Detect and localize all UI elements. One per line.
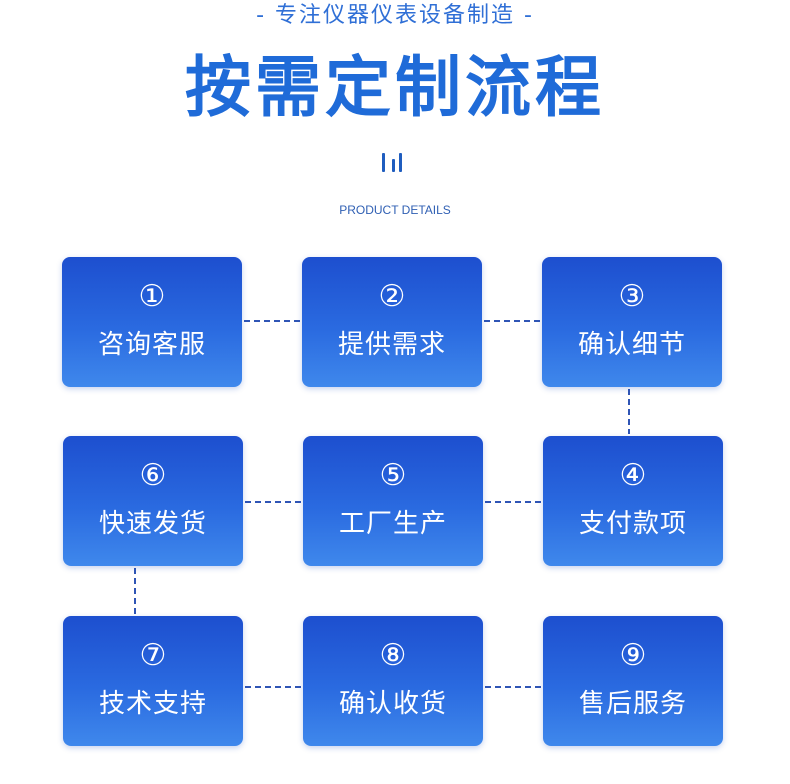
step-number: ③ [618, 279, 646, 314]
step-number: ⑧ [379, 638, 407, 673]
decorative-bars-icon [380, 150, 410, 172]
step-number: ① [138, 279, 166, 314]
step-label: 咨询客服 [97, 330, 206, 360]
step-label: 提供需求 [337, 330, 446, 360]
step-consult-service: ① 咨询客服 [62, 257, 242, 387]
step-label: 确认细节 [577, 330, 686, 360]
step-number: ⑤ [379, 458, 407, 493]
step-confirm-details: ③ 确认细节 [542, 257, 722, 387]
step-number: ⑥ [139, 458, 167, 493]
step-number: ⑨ [619, 638, 647, 673]
step-fast-shipping: ⑥ 快速发货 [63, 436, 243, 566]
step-label: 快速发货 [98, 509, 207, 539]
page-subtitle: - 专注仪器仪表设备制造 - [256, 3, 534, 28]
step-payment: ④ 支付款项 [543, 436, 723, 566]
page-title: 按需定制流程 [185, 49, 605, 126]
step-number: ② [378, 279, 406, 314]
step-label: 售后服务 [578, 689, 687, 719]
step-label: 技术支持 [98, 689, 207, 719]
step-number: ⑦ [139, 638, 167, 673]
step-label: 支付款项 [578, 509, 687, 539]
step-label: 确认收货 [338, 689, 447, 719]
step-technical-support: ⑦ 技术支持 [63, 616, 243, 746]
step-confirm-receipt: ⑧ 确认收货 [303, 616, 483, 746]
step-label: 工厂生产 [338, 509, 447, 539]
step-factory-production: ⑤ 工厂生产 [303, 436, 483, 566]
step-after-sales-service: ⑨ 售后服务 [543, 616, 723, 746]
step-number: ④ [619, 458, 647, 493]
step-provide-requirements: ② 提供需求 [302, 257, 482, 387]
product-details-label: PRODUCT DETAILS [339, 203, 451, 217]
